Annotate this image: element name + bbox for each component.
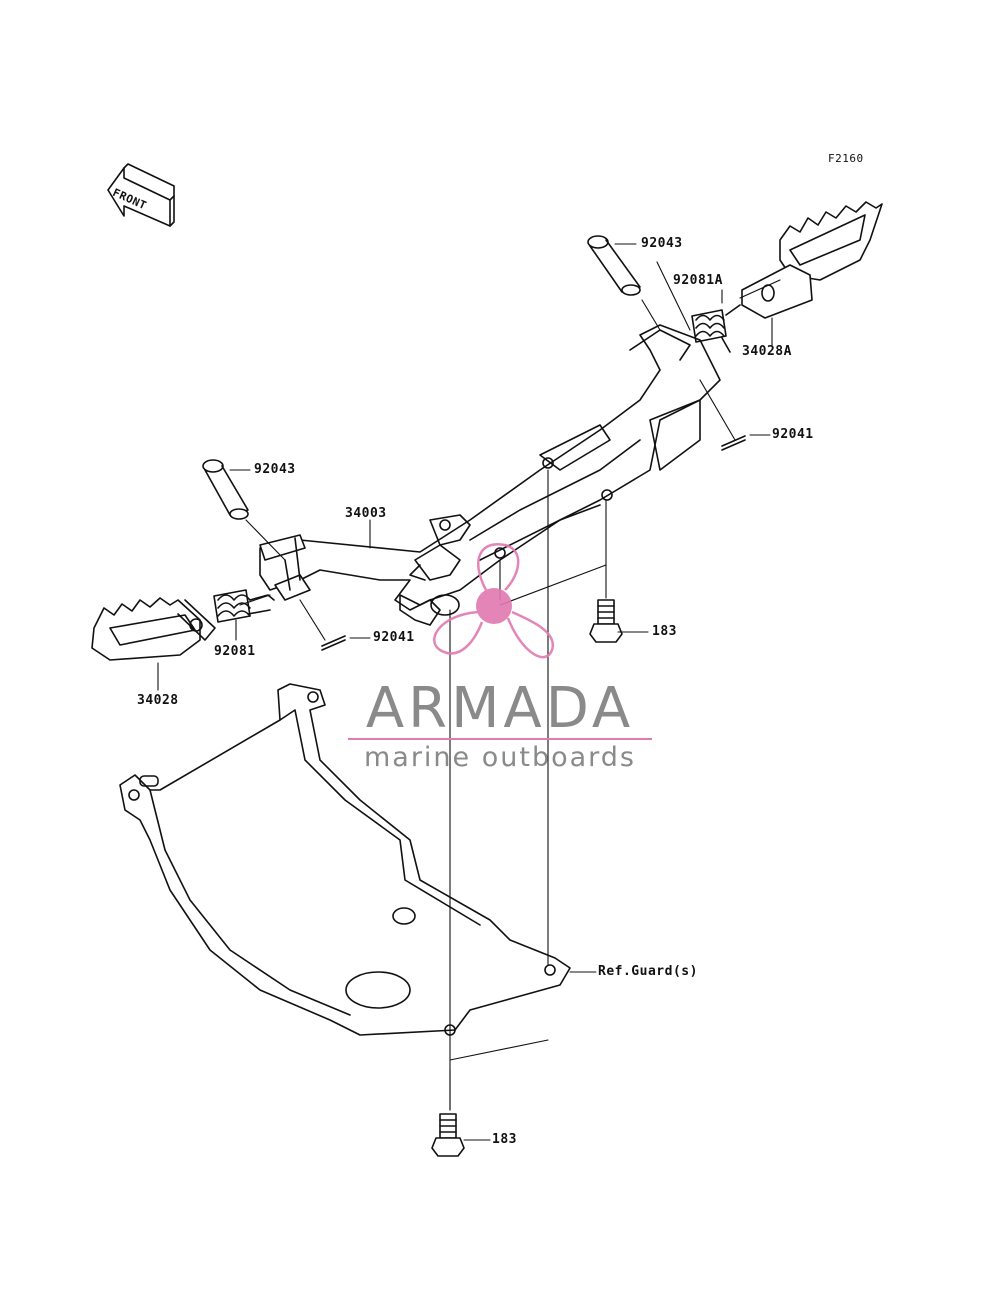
label-183-top: 183 [652, 624, 677, 639]
label-92043-left: 92043 [254, 462, 296, 477]
label-92041-right: 92041 [772, 427, 814, 442]
diagram-code: F2160 [828, 152, 864, 165]
spring-92081 [213, 589, 275, 623]
watermark-divider [348, 738, 652, 740]
front-arrow-icon [107, 163, 175, 227]
label-92081: 92081 [214, 644, 256, 659]
pin-92043-right [587, 235, 641, 296]
cotter-pin-92041-left [321, 635, 346, 651]
label-ref-guard: Ref.Guard(s) [598, 964, 698, 979]
cotter-pin-92041-right [721, 435, 746, 451]
watermark-brand: ARMADA [365, 676, 635, 741]
watermark-tagline: marine outboards [363, 742, 636, 773]
label-92043-right: 92043 [641, 236, 683, 251]
armada-propeller-logo [433, 542, 555, 659]
label-34003: 34003 [345, 506, 387, 521]
label-92081A: 92081A [673, 273, 723, 288]
label-34028: 34028 [137, 693, 179, 708]
spring-92081A [691, 304, 741, 353]
footpeg-34028A [741, 201, 883, 319]
bolt-183-bottom [431, 1113, 465, 1157]
pin-92043-left [202, 459, 249, 520]
skid-plate-guard [119, 683, 571, 1036]
leader-lines [157, 243, 781, 1141]
label-34028A: 34028A [742, 344, 792, 359]
footpeg-34028 [91, 597, 216, 661]
label-92041-left: 92041 [373, 630, 415, 645]
label-183-bottom: 183 [492, 1132, 517, 1147]
footpeg-bracket [259, 324, 721, 626]
bolt-183-top [589, 599, 623, 643]
